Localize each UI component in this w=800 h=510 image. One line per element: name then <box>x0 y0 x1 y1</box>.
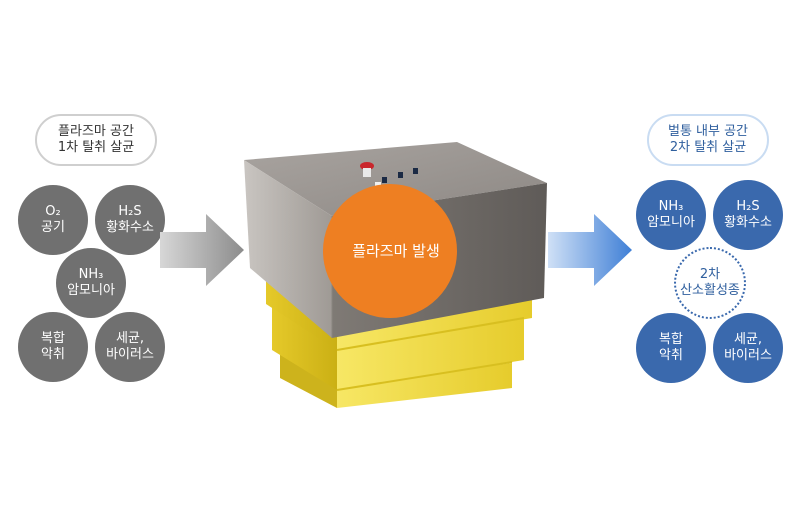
left-circle-oxygen-label: 공기 <box>41 220 65 235</box>
left-circle-nh3-label: 암모니아 <box>67 283 115 298</box>
left-circle-oxygen: O₂ 공기 <box>18 185 88 255</box>
right-circle-nh3-label: 암모니아 <box>647 215 695 230</box>
right-circle-nh3-formula: NH₃ <box>658 199 684 214</box>
right-circle-bacteria-line2: 바이러스 <box>724 348 772 363</box>
control-knobs <box>360 162 418 187</box>
left-arrow-icon <box>160 214 244 286</box>
right-title-line1: 벌통 내부 공간 <box>667 124 749 139</box>
left-circle-bacteria-line2: 바이러스 <box>106 347 154 362</box>
left-circle-odor: 복합 악취 <box>18 312 88 382</box>
left-circle-oxygen-formula: O₂ <box>45 204 61 219</box>
left-circle-odor-line1: 복합 <box>41 331 65 346</box>
right-circle-odor-line1: 복합 <box>659 332 683 347</box>
right-circle-h2s: H₂S 황화수소 <box>713 180 783 250</box>
right-circle-nh3: NH₃ 암모니아 <box>636 180 706 250</box>
plasma-label: 플라즈마 발생 <box>352 241 440 260</box>
left-circle-h2s-label: 황화수소 <box>106 220 154 235</box>
right-circle-ros: 2차 산소활성종 <box>674 247 746 319</box>
left-circle-nh3: NH₃ 암모니아 <box>56 248 126 318</box>
right-arrow-icon <box>548 214 632 286</box>
right-circle-bacteria-line1: 세균, <box>733 332 763 347</box>
right-circle-ros-line1: 2차 <box>699 267 721 282</box>
right-circle-h2s-formula: H₂S <box>736 199 760 214</box>
plasma-circle <box>323 184 457 318</box>
right-circle-bacteria: 세균, 바이러스 <box>713 313 783 383</box>
left-title-line2: 1차 탈취 살균 <box>57 140 135 155</box>
right-circle-odor-line2: 악취 <box>659 348 683 363</box>
right-circle-h2s-label: 황화수소 <box>724 215 772 230</box>
left-circle-h2s: H₂S 황화수소 <box>95 185 165 255</box>
left-circle-nh3-formula: NH₃ <box>78 267 104 282</box>
left-circle-odor-line2: 악취 <box>41 347 65 362</box>
left-title-pill: 플라즈마 공간 1차 탈취 살균 <box>35 114 157 166</box>
left-circle-bacteria-line1: 세균, <box>115 331 145 346</box>
right-title-pill: 벌통 내부 공간 2차 탈취 살균 <box>647 114 769 166</box>
right-circle-ros-line2: 산소활성종 <box>680 283 740 298</box>
left-title-line1: 플라즈마 공간 <box>58 124 134 139</box>
left-circle-bacteria: 세균, 바이러스 <box>95 312 165 382</box>
left-circle-h2s-formula: H₂S <box>118 204 142 219</box>
right-circle-odor: 복합 악취 <box>636 313 706 383</box>
right-title-line2: 2차 탈취 살균 <box>669 140 747 155</box>
